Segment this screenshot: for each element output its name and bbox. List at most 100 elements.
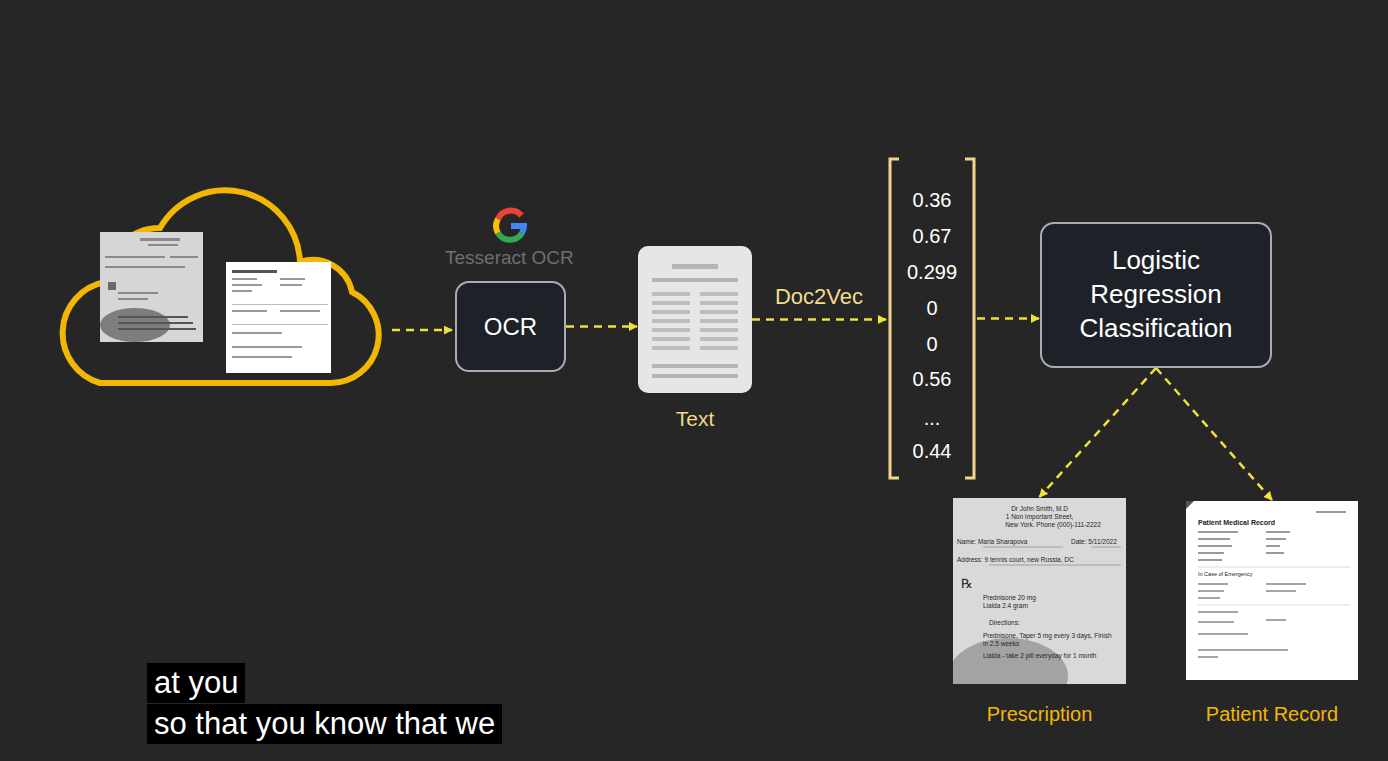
text-line [700, 301, 738, 305]
filler-text [1198, 611, 1238, 613]
subtitle: so that you know that we [147, 704, 502, 744]
text-line [652, 328, 690, 332]
filler-text [1266, 583, 1306, 585]
subtitle: at you [147, 663, 245, 703]
text-line [652, 346, 690, 350]
filler-text [1198, 559, 1222, 561]
dashed-arrow [1156, 368, 1272, 500]
paper [1186, 501, 1358, 680]
text-line [652, 278, 738, 282]
edge-label: Doc2Vec [772, 284, 866, 310]
filler-text [1198, 545, 1232, 547]
underline [1091, 547, 1121, 548]
document-image: Dr John Smith, M.D1 Non Important Street… [953, 498, 1126, 684]
filler-text [1266, 545, 1280, 547]
node-caption: Patient Record [1206, 703, 1338, 726]
text-line [700, 310, 738, 314]
filler-text [1266, 552, 1284, 554]
text-line [652, 292, 690, 296]
box-text: OCR [472, 311, 549, 342]
filler-text [1266, 531, 1290, 533]
filler-text [1266, 619, 1286, 621]
document-text: Lialda - take 2 pill everyday for 1 mont… [983, 652, 1125, 660]
node-caption: Prescription [987, 703, 1093, 726]
cloud-outline [63, 190, 379, 383]
vector-value: 0.56 [887, 367, 977, 391]
filler-text [1198, 590, 1224, 592]
prescription-thumbnail [100, 232, 203, 342]
document-text: Directions: [989, 619, 1020, 627]
rule [1198, 567, 1350, 568]
text-line [652, 364, 738, 368]
filler-text [1198, 583, 1228, 585]
left-bracket [890, 159, 899, 478]
document-text: Prednisone, Taper 5 mg every 3 days, Fin… [983, 632, 1115, 648]
page-corner [1186, 501, 1194, 509]
record-image [1186, 501, 1358, 680]
text-line [700, 346, 738, 350]
text-line [700, 328, 738, 332]
filler-text [1198, 538, 1230, 540]
underline [989, 565, 1121, 566]
vector-value: 0 [887, 296, 977, 320]
upload-arrow [392, 329, 452, 332]
right-bracket [965, 159, 974, 478]
document-text: In Case of Emergency [1198, 571, 1252, 577]
vector-value: 0 [887, 332, 977, 356]
process-box: OCR [455, 281, 566, 372]
document-text: Patient Medical Record [1198, 519, 1275, 526]
filler-text [1198, 633, 1248, 635]
vector-value: 0.67 [887, 224, 977, 248]
filler-text [1198, 649, 1288, 651]
text-line [700, 319, 738, 323]
vector-value: 0.299 [887, 260, 977, 284]
document-text: New York. Phone (000)-111-2222 [983, 521, 1123, 529]
node-caption: Text [676, 407, 715, 431]
filler-text [1198, 552, 1224, 554]
filler-text [1198, 656, 1218, 658]
filler-text [1198, 621, 1234, 623]
filler-text [1266, 538, 1286, 540]
process-box: Logistic Regression Classification [1040, 222, 1272, 368]
box-text: Logistic Regression Classification [1059, 244, 1253, 345]
google-logo [496, 211, 524, 240]
document-text: Date: 5/11/2022 [1071, 538, 1117, 546]
underline [983, 547, 1063, 548]
text-line [700, 337, 738, 341]
document-text: ℞ [961, 576, 973, 592]
document-text: Lialda 2.4 gram [983, 602, 1028, 610]
document-page [638, 246, 752, 393]
feature-vector: 0.360.670.299000.56...0.44 [887, 157, 977, 480]
text-document: Text [638, 246, 752, 393]
text-line [652, 319, 690, 323]
dashed-arrow [977, 317, 1039, 320]
text-line [652, 374, 738, 378]
box-label: OCR [484, 311, 537, 342]
filler-text [1316, 511, 1346, 513]
tool-name: Tesseract OCR [445, 247, 574, 269]
document-icon [638, 246, 752, 393]
text-line [652, 337, 690, 341]
document-text: Dr John Smith, M.D [973, 505, 1106, 513]
document-image: Patient Medical Record In Case of Emergen… [1186, 501, 1358, 680]
document-text: Name: Maria Sharapova [957, 538, 1027, 546]
dashed-arrow [566, 325, 637, 328]
dashed-arrow [752, 318, 886, 321]
text-line [700, 292, 738, 296]
text-line [652, 301, 690, 305]
dashed-arrow [1040, 368, 1157, 497]
filler-text [1198, 531, 1238, 533]
rule [1198, 605, 1350, 606]
box-label: Logistic Regression Classification [1071, 244, 1241, 345]
record-thumbnail [226, 262, 331, 373]
document-text: 1 Non Important Street, [973, 513, 1106, 521]
filler-text [1198, 597, 1220, 599]
filler-text [1266, 590, 1296, 592]
vector-value: ... [887, 406, 977, 430]
document-text: Prednisone 20 mg [983, 594, 1036, 602]
text-line [672, 264, 718, 269]
document-text: Address: 9 tennis court, new Russia, DC [957, 556, 1074, 564]
vector-value: 0.44 [887, 439, 977, 463]
